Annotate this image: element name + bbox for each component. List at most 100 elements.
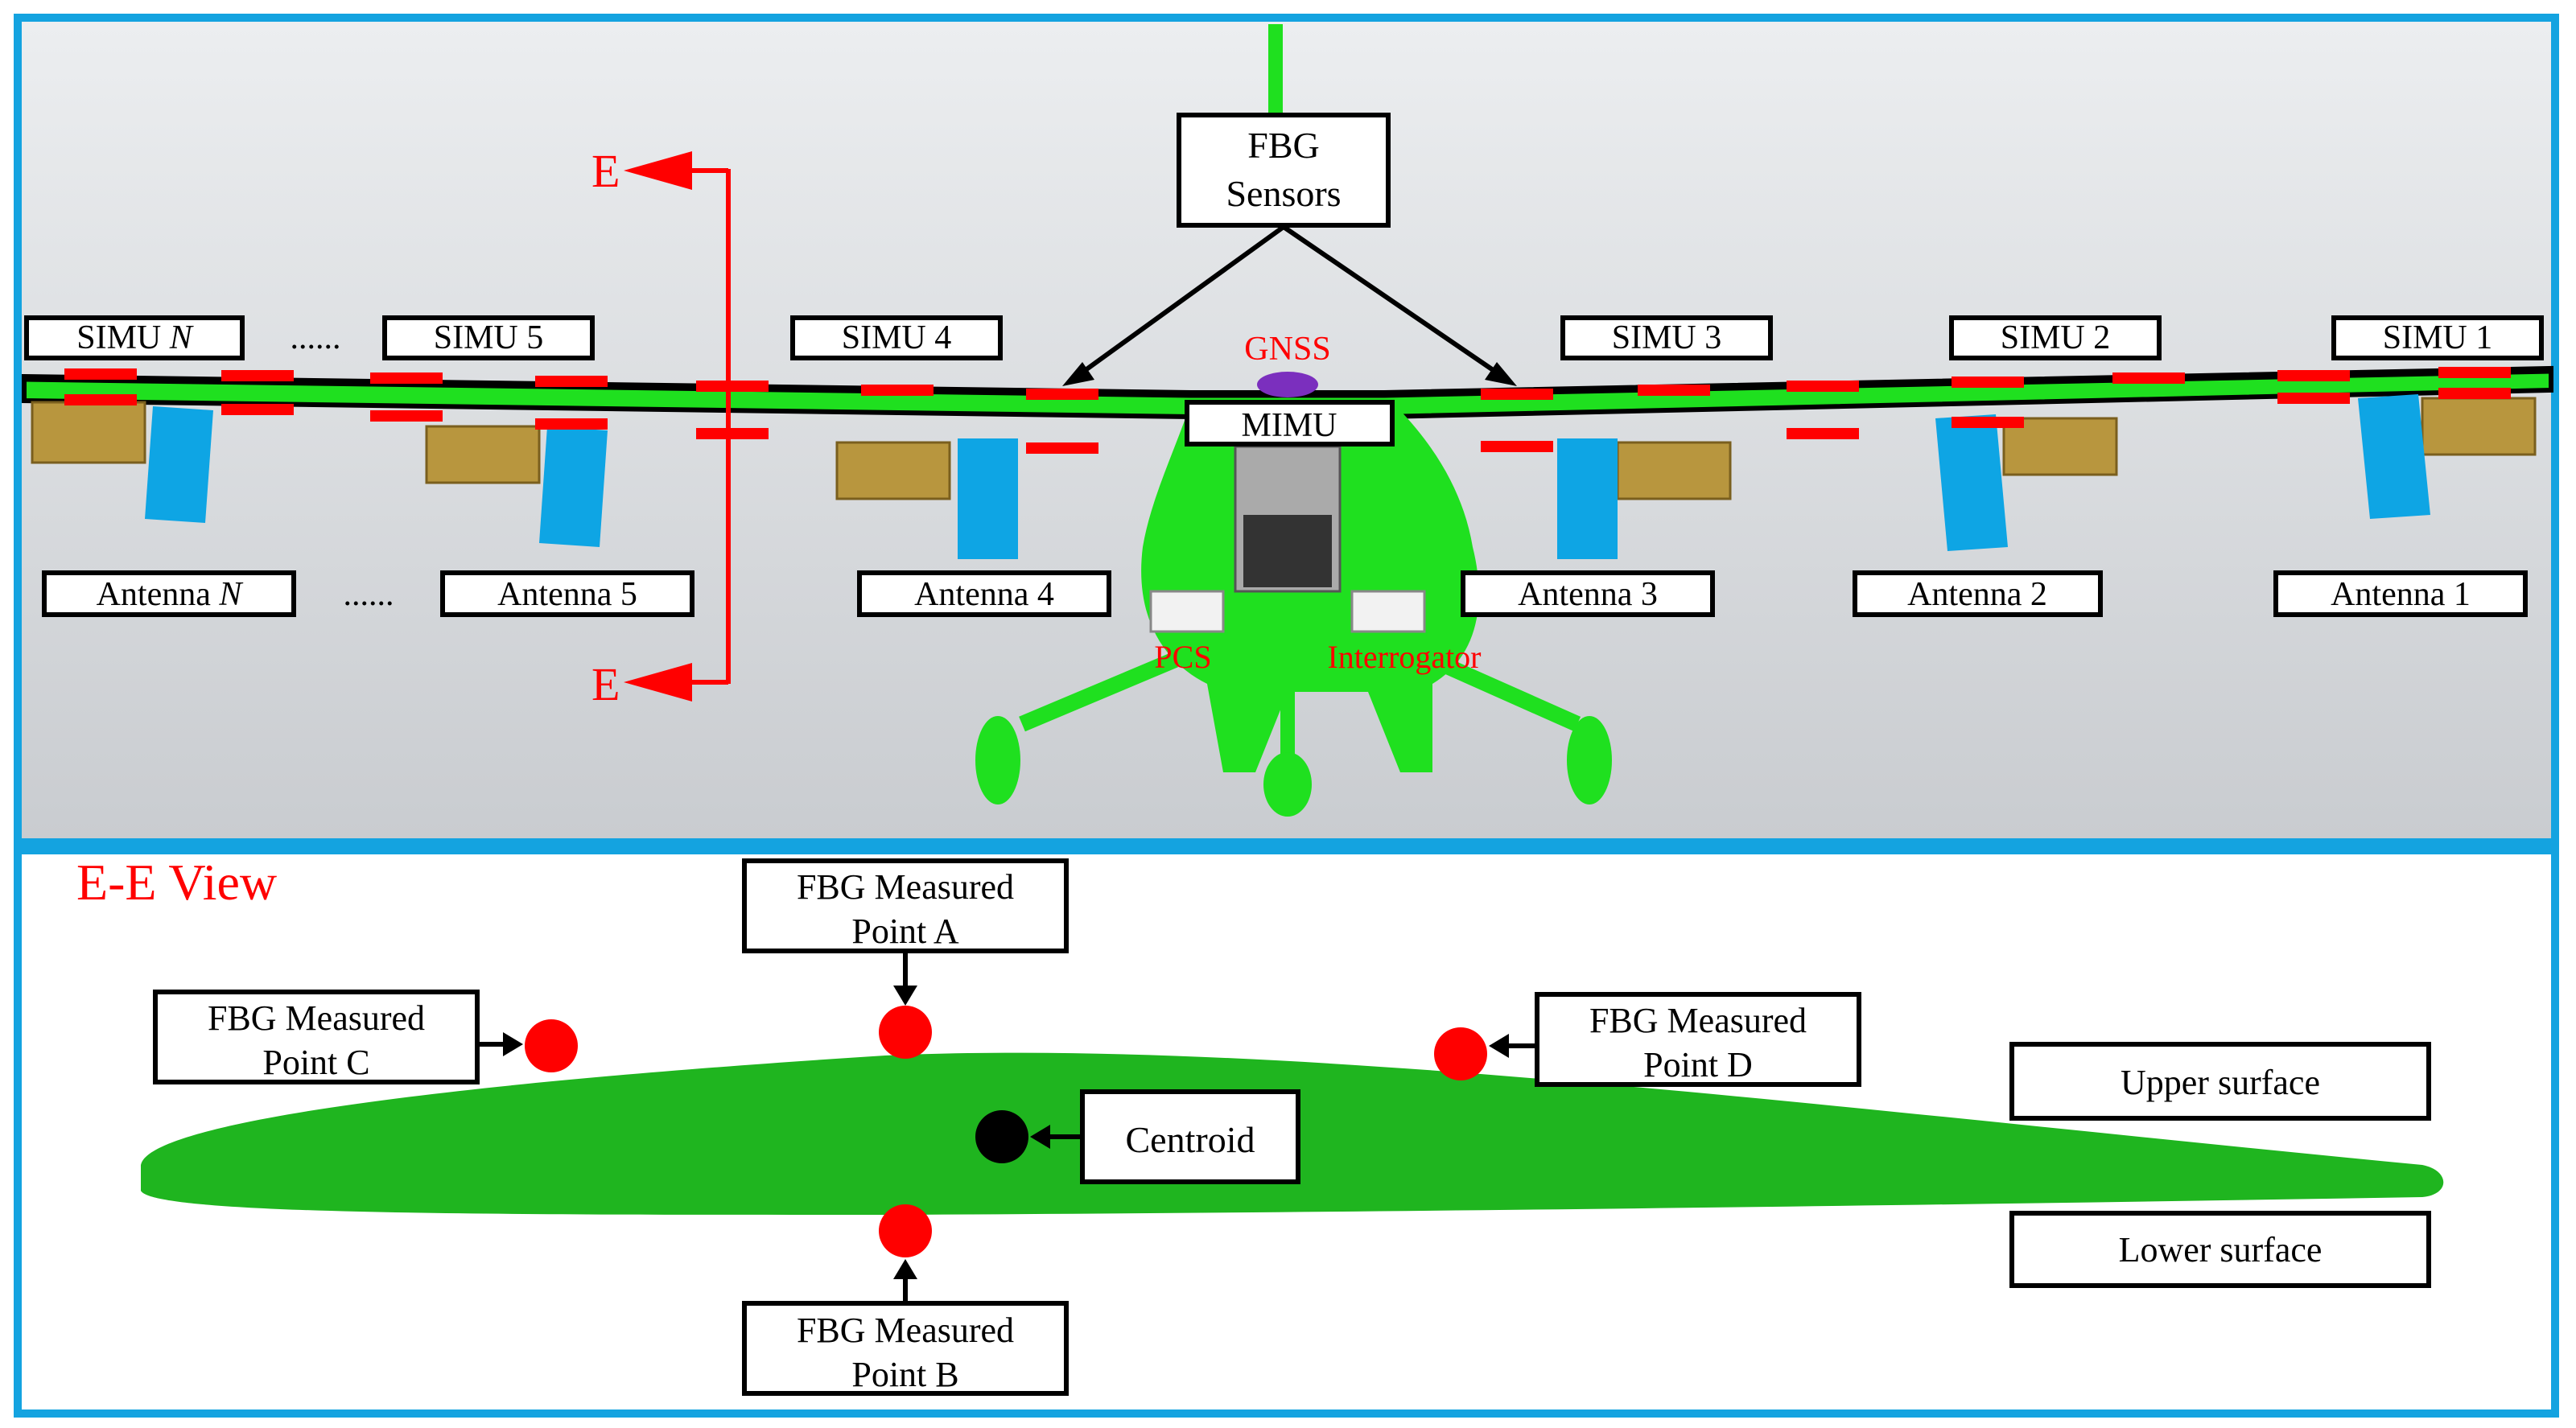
point-b-line2: Point B xyxy=(851,1355,958,1394)
mimu-label: MIMU xyxy=(1241,407,1337,444)
fbg-sensors-line1: FBG xyxy=(1247,125,1319,166)
antenna-panels xyxy=(145,394,2430,559)
centroid-label: Centroid xyxy=(1126,1119,1255,1160)
fbg-strip xyxy=(1952,417,2024,428)
bottom-panel: E-E View Centroid FBG Measured Point A F… xyxy=(14,846,2559,1418)
fbg-strip xyxy=(1952,377,2024,388)
point-a-line1: FBG Measured xyxy=(797,867,1014,907)
top-panel: E E FBG Sensors GNSS MIMU PCS Interrogat… xyxy=(14,14,2559,846)
point-b-dot xyxy=(879,1204,932,1257)
section-arrow-top-head xyxy=(624,151,692,190)
antenna-panel-1 xyxy=(2358,394,2430,519)
simu-box-3 xyxy=(1616,441,1732,500)
antenna-4-label: Antenna 4 xyxy=(914,576,1054,613)
antenna-3-label: Antenna 3 xyxy=(1518,576,1658,613)
right-wheel xyxy=(1567,716,1612,805)
simu-box-4 xyxy=(835,441,951,500)
simu-1-box xyxy=(2331,315,2544,360)
point-d-arrowhead xyxy=(1489,1034,1509,1058)
upper-surface-box xyxy=(2009,1042,2431,1121)
simu-box-n xyxy=(31,401,146,464)
simu-box-5 xyxy=(425,425,541,484)
antenna-1-box xyxy=(2273,570,2528,617)
fbg-strip xyxy=(2277,393,2350,404)
antenna-5-label: Antenna 5 xyxy=(497,576,637,613)
antenna-panel-4 xyxy=(958,438,1018,559)
view-title: E-E View xyxy=(76,854,277,911)
point-d-dot xyxy=(1434,1027,1487,1080)
fbg-sensors-box xyxy=(1177,113,1391,228)
point-b-line1: FBG Measured xyxy=(797,1311,1014,1350)
section-cut: E E xyxy=(591,145,731,710)
fbg-strip xyxy=(861,385,934,396)
fbg-strip xyxy=(1481,389,1553,400)
fbg-arrowhead-left xyxy=(1062,362,1094,386)
simu-3-label: SIMU 3 xyxy=(1612,319,1722,356)
antenna-panel-2 xyxy=(1935,414,2008,551)
point-c-box xyxy=(153,990,480,1084)
simu-box-1 xyxy=(2421,397,2537,456)
right-gear-strut xyxy=(1428,652,1581,732)
fbg-strip xyxy=(696,381,769,392)
antenna-1-label: Antenna 1 xyxy=(2331,576,2471,613)
point-d-line2: Point D xyxy=(1643,1045,1753,1084)
fbg-strip xyxy=(64,368,137,380)
point-b-arrowhead xyxy=(893,1259,917,1279)
simu-4-box xyxy=(790,315,1003,360)
fbg-arrow-right xyxy=(1282,224,1506,381)
left-gear-strut xyxy=(1019,652,1178,732)
fbg-strip xyxy=(696,428,769,439)
gnss-label: GNSS xyxy=(1244,331,1330,368)
antenna-ellipsis: ...... xyxy=(344,576,394,613)
fbg-strip xyxy=(1787,381,1859,392)
section-mark-bottom: E xyxy=(591,658,620,710)
point-b-box xyxy=(742,1301,1069,1396)
antenna-panel-5 xyxy=(539,426,608,547)
point-c-arrowhead xyxy=(503,1032,523,1056)
simu-2-box xyxy=(1949,315,2162,360)
fbg-strips xyxy=(64,367,2511,454)
fbg-strip xyxy=(370,372,443,384)
section-mark-top: E xyxy=(591,145,620,197)
fbg-sensors-line2: Sensors xyxy=(1226,173,1341,214)
antenna-labels: Antenna N ...... Antenna 5 Antenna 4 Ant… xyxy=(42,570,2528,617)
pcs-unit xyxy=(1149,590,1225,633)
point-d-box xyxy=(1535,992,1861,1087)
section-arrow-bottom-head xyxy=(624,663,692,702)
centroid-arrowhead xyxy=(1030,1125,1050,1149)
point-a-arrowhead xyxy=(893,986,917,1006)
antenna-3-box xyxy=(1461,570,1715,617)
point-a-box xyxy=(742,858,1069,953)
mimu-box xyxy=(1185,400,1395,447)
avionics-board xyxy=(1243,515,1332,587)
fbg-arrowhead-right xyxy=(1485,362,1517,386)
left-wheel xyxy=(975,716,1020,805)
upper-surface-label: Upper surface xyxy=(2121,1063,2320,1102)
simu-n-box xyxy=(24,315,245,360)
fbg-strip xyxy=(535,376,608,387)
fbg-strip xyxy=(1026,442,1098,454)
fbg-strip xyxy=(1638,385,1710,396)
point-c-line1: FBG Measured xyxy=(208,998,425,1038)
simu-5-label: SIMU 5 xyxy=(434,319,544,356)
fbg-strip xyxy=(221,404,294,415)
lower-surface-label: Lower surface xyxy=(2119,1230,2323,1270)
antenna-panel-3 xyxy=(1557,438,1618,559)
fbg-strip xyxy=(2277,370,2350,381)
gnss-antenna xyxy=(1257,372,1318,397)
antenna-panel-n xyxy=(145,406,213,523)
fbg-strip xyxy=(2438,388,2511,399)
point-c-line2: Point C xyxy=(262,1043,369,1082)
fbg-strip xyxy=(2438,367,2511,378)
fbg-strip xyxy=(221,370,294,381)
fbg-strip xyxy=(370,410,443,422)
antenna-n-box xyxy=(42,570,296,617)
centroid-dot xyxy=(975,1110,1028,1163)
simu-4-label: SIMU 4 xyxy=(842,319,952,356)
simu-3-box xyxy=(1560,315,1773,360)
fbg-strip xyxy=(1026,389,1098,400)
simu-box-2 xyxy=(2002,417,2118,476)
simu-n-label: SIMU N xyxy=(76,319,194,356)
point-a-line2: Point A xyxy=(851,912,958,951)
